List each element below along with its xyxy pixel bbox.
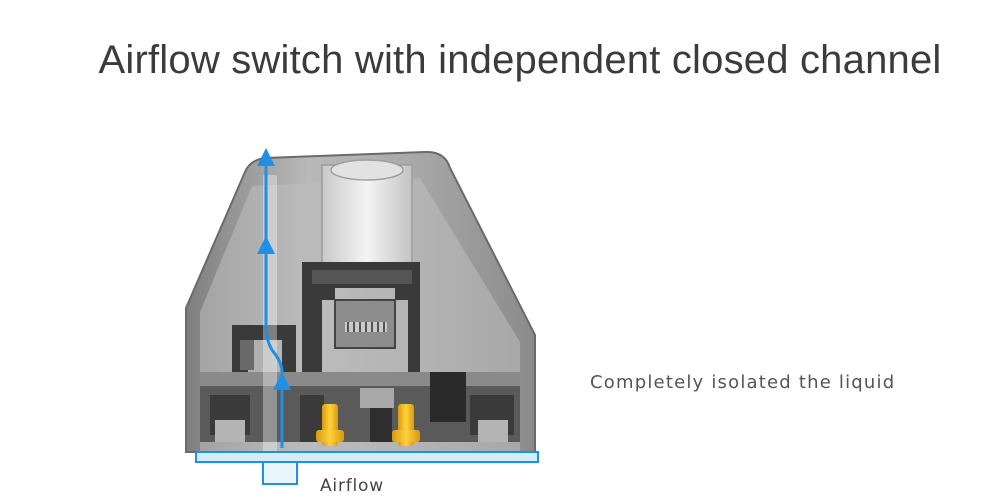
- contact-pin-right: [392, 404, 420, 446]
- airflow-path: [264, 160, 284, 448]
- airflow-arrow-icon: [257, 148, 291, 390]
- air-inlet: [262, 461, 298, 485]
- isolation-caption: Completely isolated the liquid: [590, 372, 896, 393]
- base-plate: [195, 451, 539, 463]
- contact-pin-left: [316, 404, 344, 446]
- page-title: Airflow switch with independent closed c…: [98, 38, 942, 82]
- coil-housing: [302, 262, 420, 372]
- airflow-label: Airflow: [320, 476, 384, 496]
